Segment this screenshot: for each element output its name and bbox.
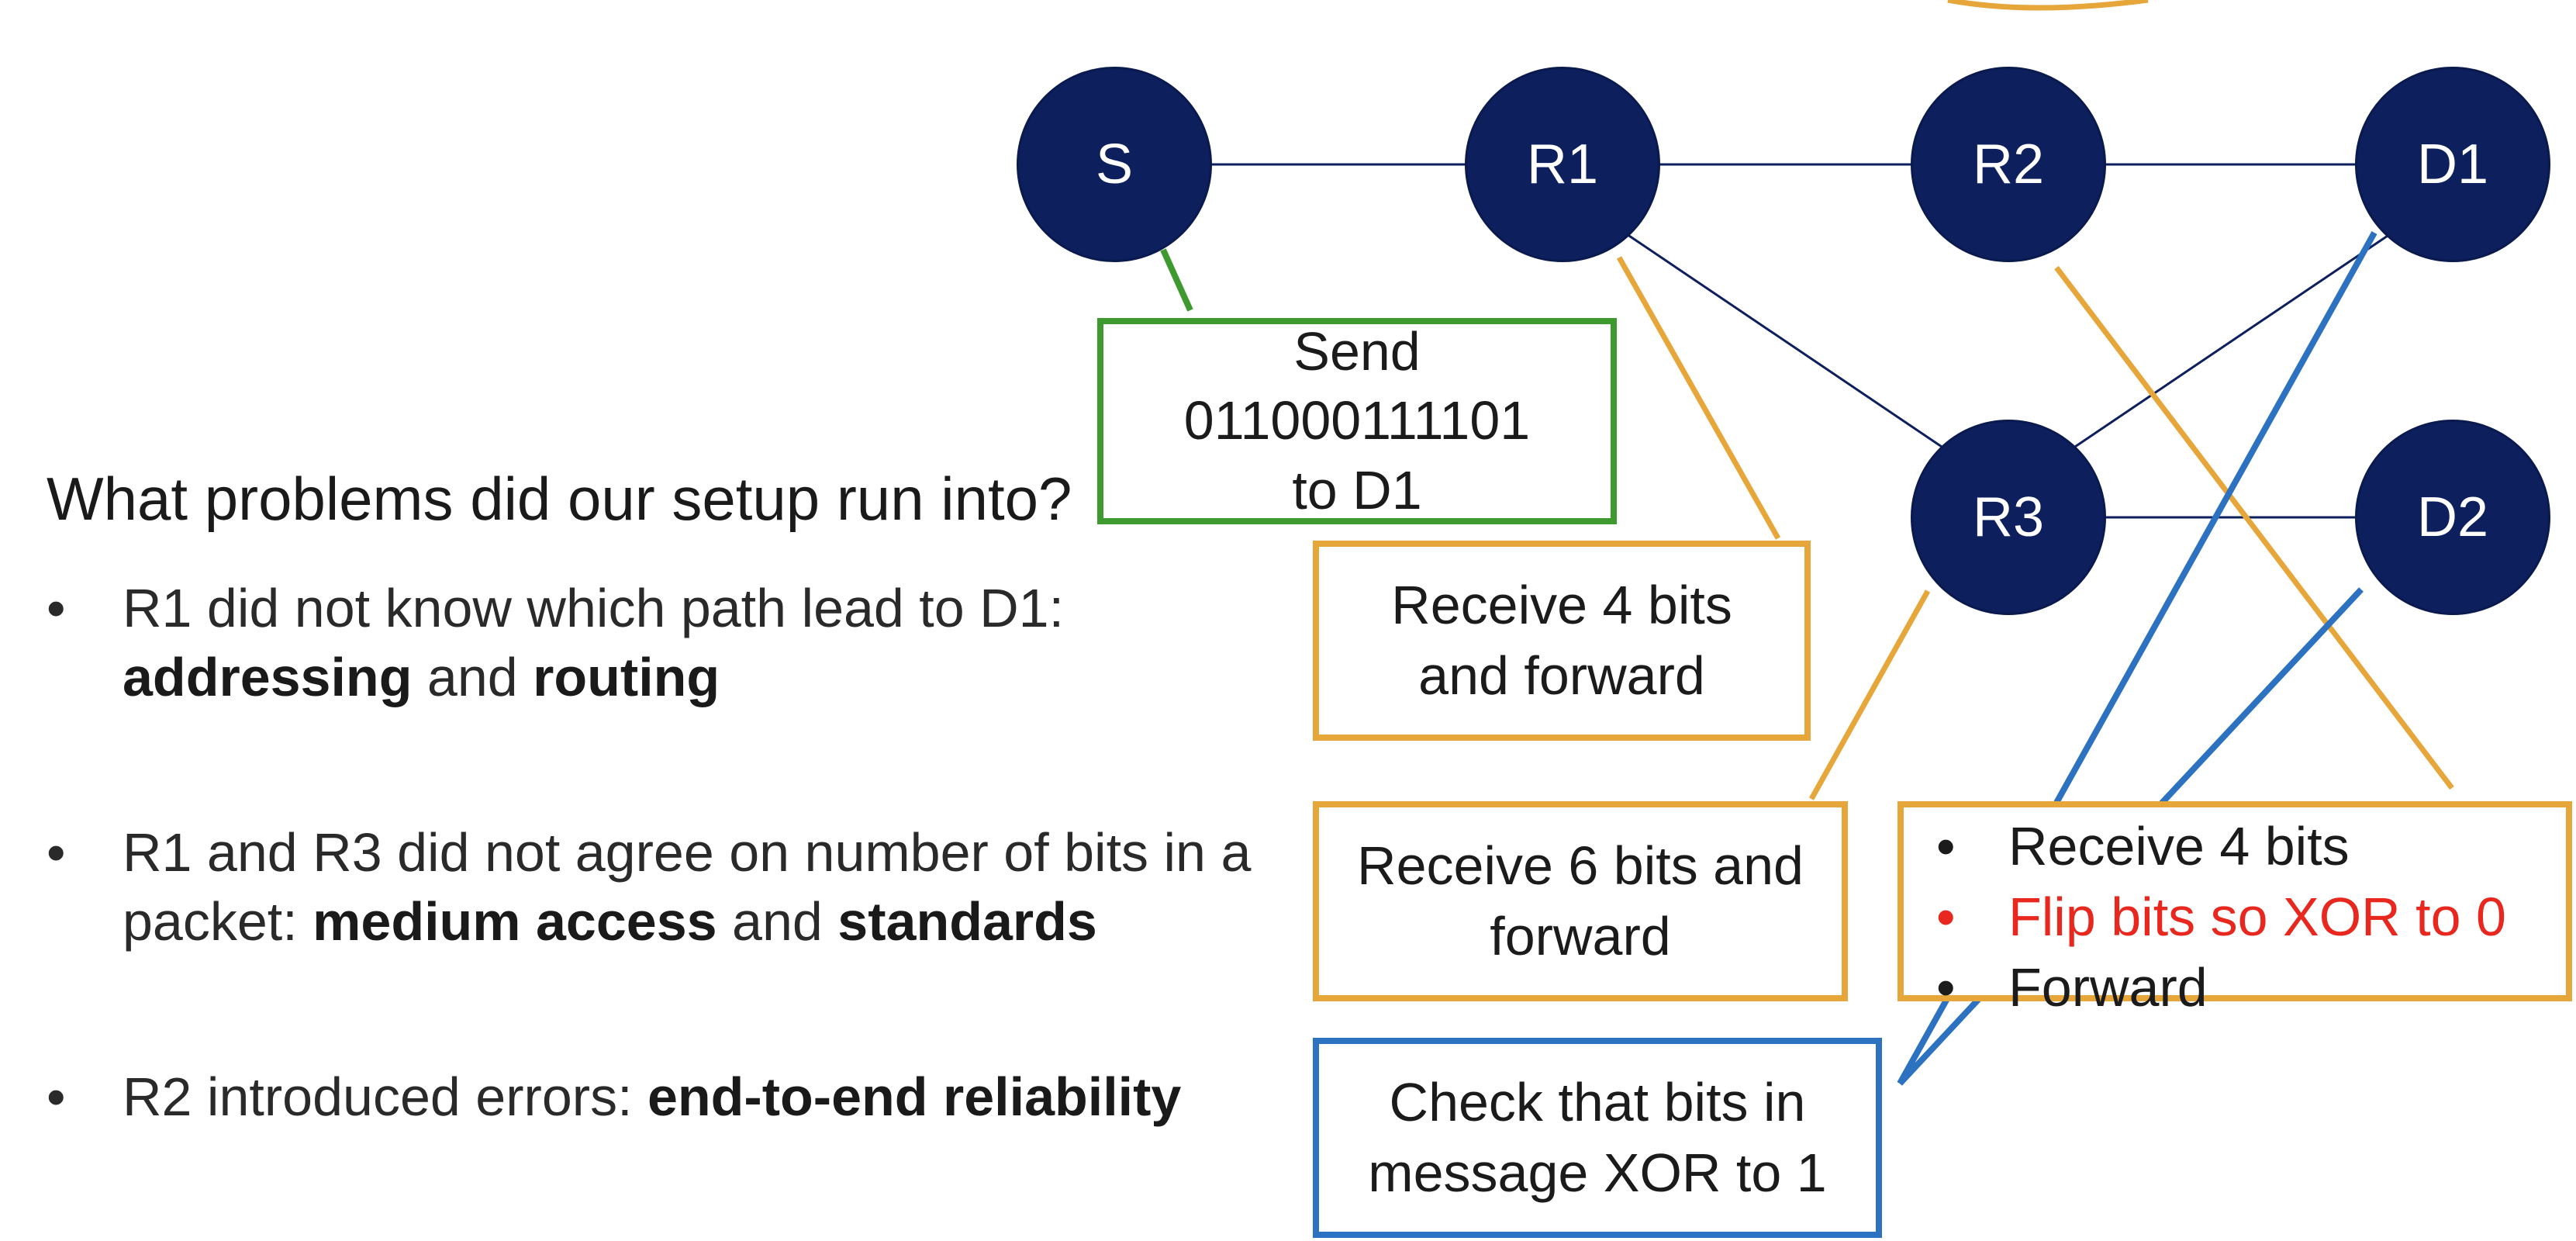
node-r1: R1	[1465, 67, 1660, 262]
connector-r1-box	[1616, 256, 1781, 540]
send-line-3: to D1	[1292, 459, 1422, 520]
connector-r2-box	[2054, 265, 2454, 790]
r3-callout-line-1: Receive 6 bits and	[1357, 835, 1804, 896]
slide-heading: What problems did our setup run into?	[47, 465, 1072, 533]
r1-callout-line-1: Receive 4 bits	[1391, 575, 1732, 635]
node-r2: R2	[1911, 67, 2106, 262]
r1-callout: Receive 4 bits and forward	[1313, 541, 1811, 741]
send-callout: Send 011000111101 to D1	[1097, 318, 1617, 524]
connector-r3-box	[1808, 589, 1931, 800]
r2-step-2: • Flip bits so XOR to 0	[1904, 882, 2566, 952]
bullet-1-line-2: addressing and routing	[123, 643, 1064, 712]
bullet-2-marker: •	[47, 822, 66, 883]
node-r1-label: R1	[1526, 133, 1599, 195]
r1-callout-line-2: and forward	[1418, 645, 1705, 706]
r3-callout-line-2: forward	[1490, 906, 1671, 966]
node-r3-label: R3	[1972, 486, 2045, 548]
edge-r3-d1	[2070, 231, 2393, 451]
send-line-1: Send	[1293, 320, 1421, 382]
r2-step-1-text: Receive 4 bits	[2008, 816, 2350, 876]
node-s-label: S	[1095, 133, 1134, 195]
r2-step-1: • Receive 4 bits	[1904, 811, 2566, 882]
bullet-2-line-2: packet: medium access and standards	[123, 887, 1251, 956]
bullet-1-marker: •	[47, 578, 66, 638]
d1-check-line-2: message XOR to 1	[1368, 1142, 1827, 1203]
bullet-2-prefix: packet:	[123, 890, 313, 952]
connector-send-s	[1160, 248, 1193, 312]
bullet-3-term-reliability: end-to-end reliability	[647, 1066, 1182, 1127]
bullet-2-connector: and	[717, 890, 838, 952]
r2-step-2-marker: •	[1936, 887, 1956, 947]
node-d2: D2	[2355, 420, 2550, 615]
r3-callout: Receive 6 bits and forward	[1313, 801, 1848, 1001]
r2-step-3-text: Forward	[2008, 957, 2208, 1018]
node-d1-label: D1	[2416, 133, 2489, 195]
bullet-2-term-medium-access: medium access	[313, 890, 717, 952]
bullet-1-term-routing: routing	[533, 646, 720, 707]
r2-step-3-marker: •	[1936, 957, 1956, 1018]
r2-step-2-text: Flip bits so XOR to 0	[2008, 887, 2506, 947]
r2-step-3: • Forward	[1904, 952, 2566, 1023]
bullet-2-line-1: R1 and R3 did not agree on number of bit…	[123, 822, 1252, 883]
send-line-2: 011000111101	[1183, 390, 1531, 451]
bullet-3-marker: •	[47, 1066, 66, 1127]
d1-check-callout: Check that bits in message XOR to 1	[1313, 1038, 1882, 1238]
bullet-2-term-standards: standards	[837, 890, 1097, 952]
node-d1: D1	[2355, 67, 2550, 262]
d1-check-line-1: Check that bits in	[1389, 1072, 1806, 1132]
bullet-3-prefix: R2 introduced errors:	[123, 1066, 647, 1127]
bullet-1-term-addressing: addressing	[123, 646, 413, 707]
node-r2-label: R2	[1972, 133, 2045, 195]
bullet-1-line-1: R1 did not know which path lead to D1:	[123, 578, 1065, 638]
r2-step-1-marker: •	[1936, 816, 1956, 876]
edge-r1-r3	[1624, 231, 1947, 451]
node-d2-label: D2	[2416, 486, 2489, 548]
node-r3: R3	[1911, 420, 2106, 615]
node-s: S	[1017, 67, 1212, 262]
top-arc	[1947, 0, 2149, 11]
bullet-1-connector: and	[412, 646, 534, 707]
r2-callout: • Receive 4 bits • Flip bits so XOR to 0…	[1897, 801, 2572, 1018]
bullet-3-line-1: R2 introduced errors: end-to-end reliabi…	[123, 1063, 1181, 1132]
